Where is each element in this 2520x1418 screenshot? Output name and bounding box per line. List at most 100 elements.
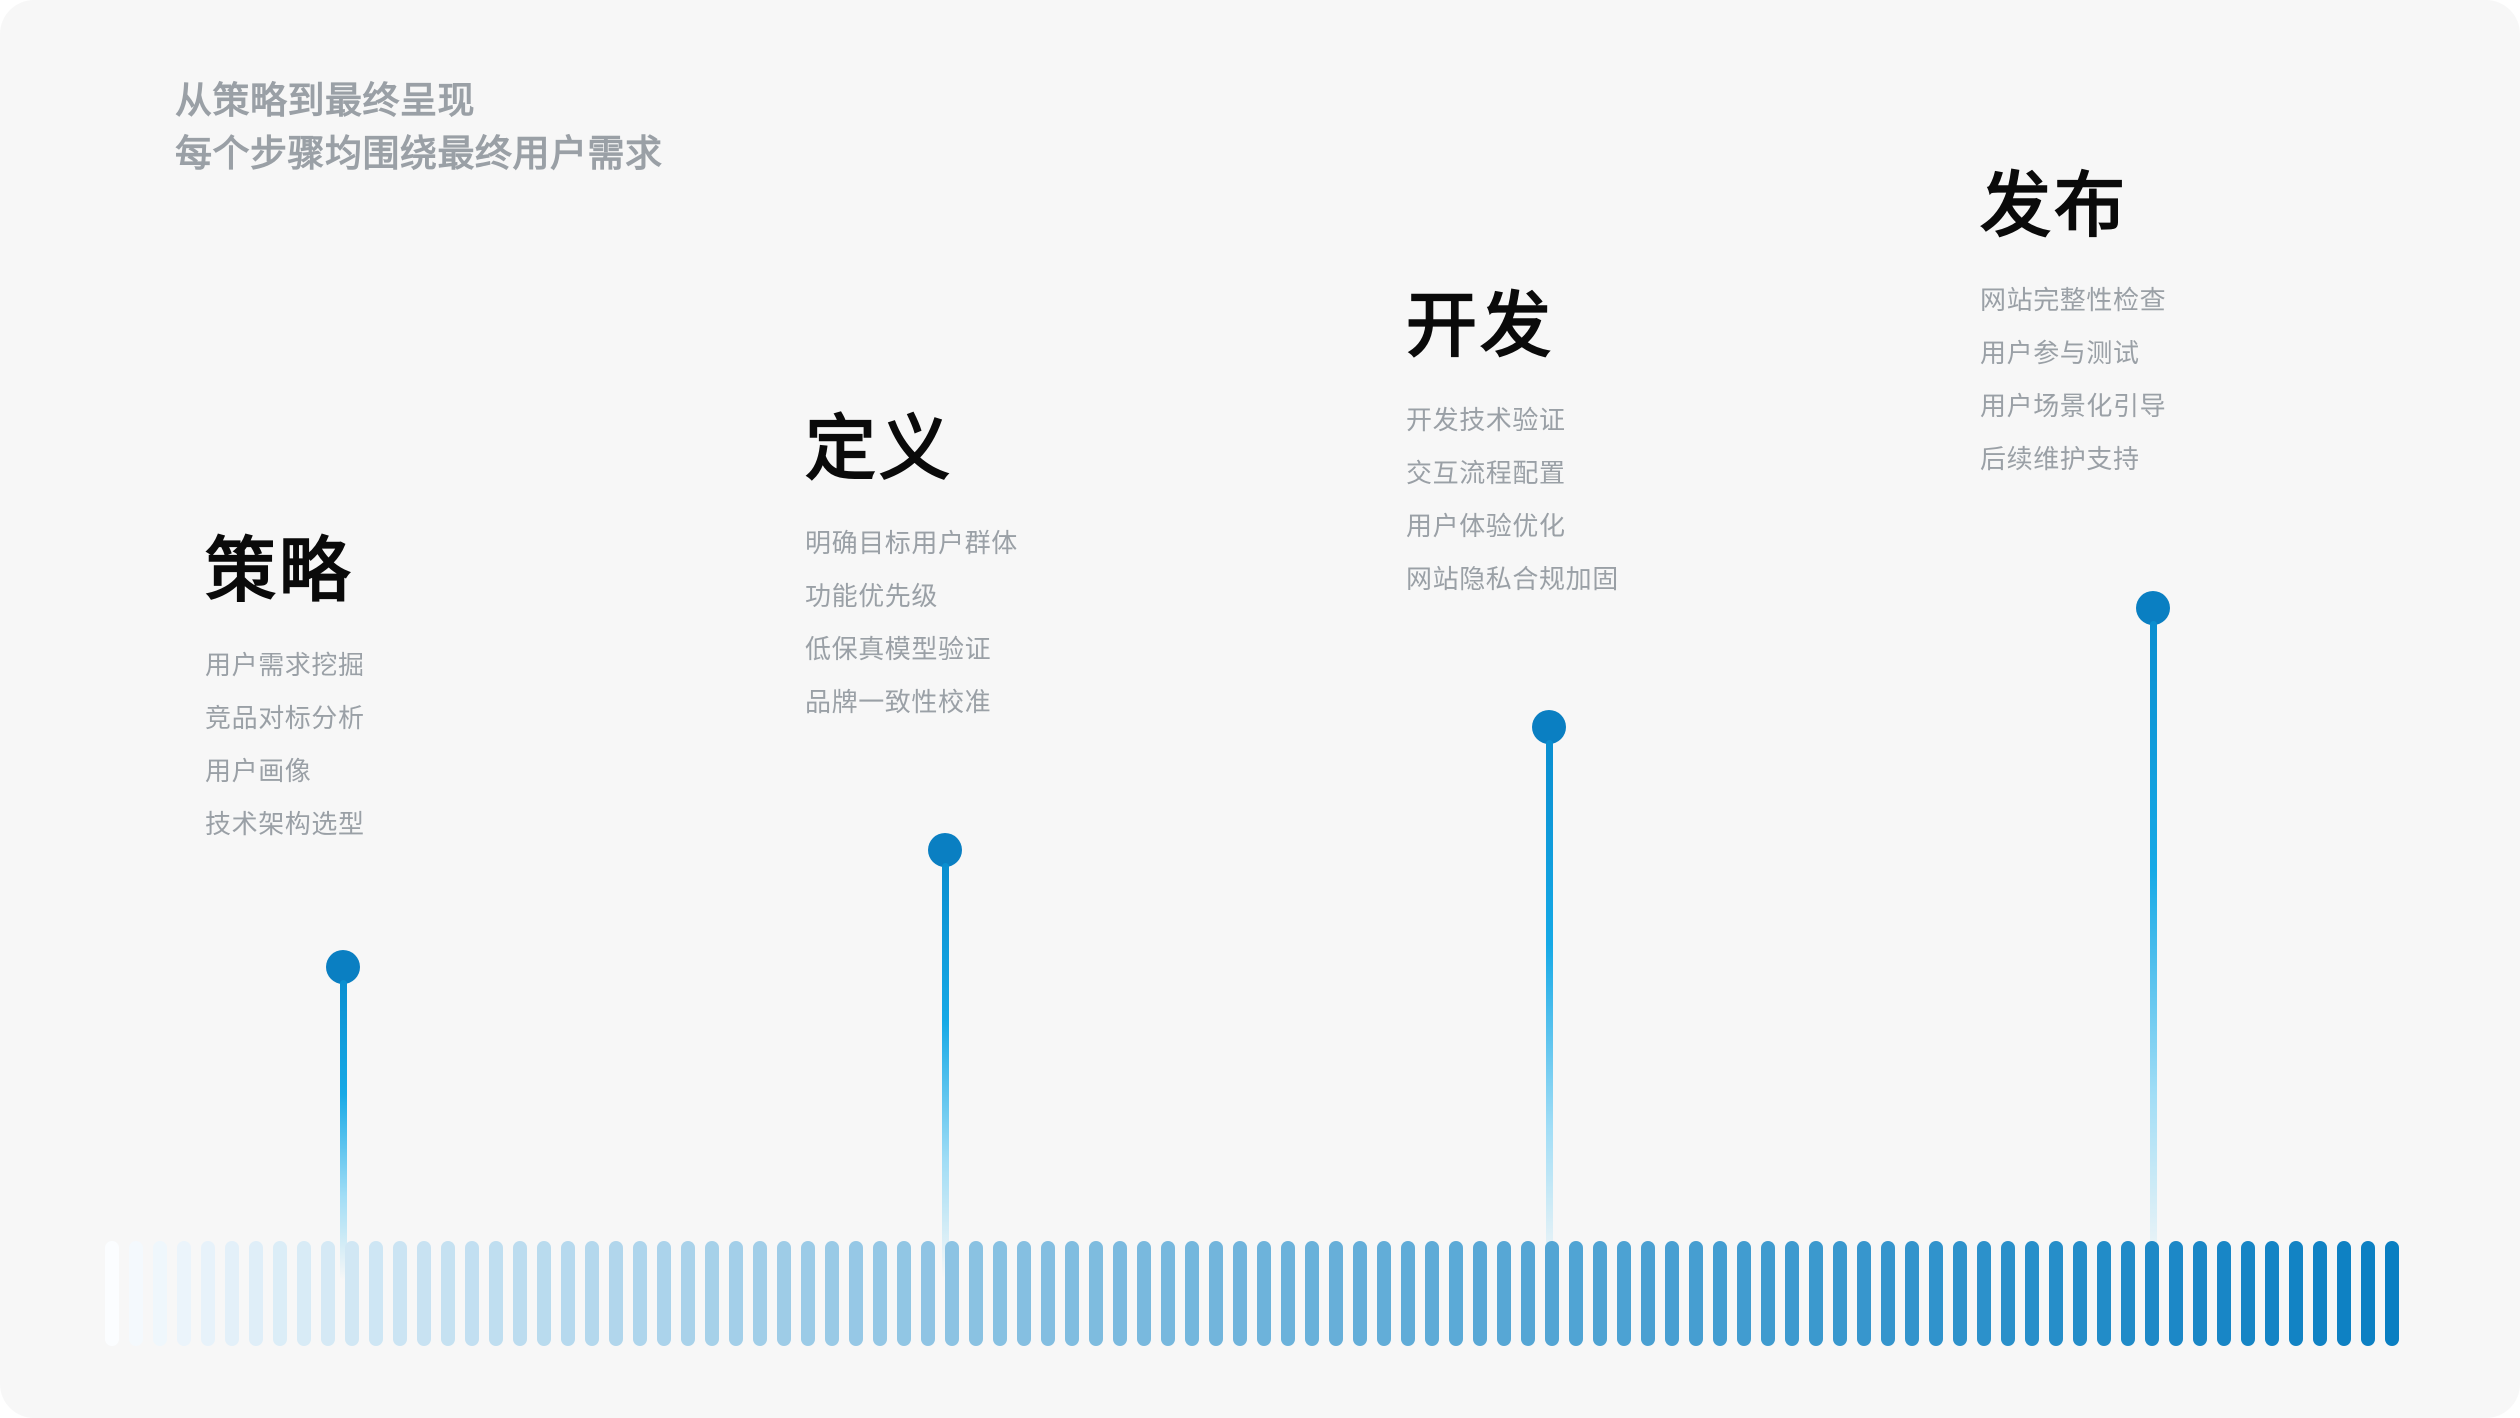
gradient-bar <box>321 1241 335 1346</box>
gradient-bar <box>1497 1241 1511 1346</box>
gradient-bar <box>729 1241 743 1346</box>
stage-item-list-release: 网站完整性检查 用户参与测试 用户场景化引导 后续维护支持 <box>1980 287 2166 472</box>
gradient-bar <box>1857 1241 1871 1346</box>
gradient-bar <box>1137 1241 1151 1346</box>
gradient-bar <box>2361 1241 2375 1346</box>
gradient-bar <box>1977 1241 1991 1346</box>
stage-title-strategy: 策略 <box>205 532 354 611</box>
gradient-bar <box>249 1241 263 1346</box>
gradient-bar <box>2049 1241 2063 1346</box>
list-item: 用户参与测试 <box>1980 337 2140 368</box>
gradient-bar <box>1665 1241 1679 1346</box>
gradient-bar <box>609 1241 623 1346</box>
gradient-bar <box>1113 1241 1127 1346</box>
list-item: 竞品对标分析 <box>205 702 365 733</box>
gradient-bar <box>1305 1241 1319 1346</box>
stage-title-release: 发布 <box>1980 167 2129 246</box>
gradient-bar <box>489 1241 503 1346</box>
gradient-bar <box>1041 1241 1055 1346</box>
gradient-bar <box>969 1241 983 1346</box>
gradient-bar <box>753 1241 767 1346</box>
gradient-bar <box>1185 1241 1199 1346</box>
gradient-bar <box>177 1241 191 1346</box>
gradient-bar <box>1257 1241 1271 1346</box>
gradient-bar <box>2073 1241 2087 1346</box>
gradient-bar <box>1713 1241 1727 1346</box>
stage-column-develop: 开发 开发技术验证 交互流程配置 用户体验优化 网站隐私合规加固 <box>1406 287 1619 594</box>
gradient-bar <box>417 1241 431 1346</box>
gradient-bar <box>1545 1241 1559 1346</box>
stage-item-list-strategy: 用户需求挖掘 竞品对标分析 用户画像 技术架构选型 <box>205 652 365 837</box>
milestone-dot-icon <box>928 833 962 867</box>
stage-title-develop: 开发 <box>1406 287 1555 366</box>
gradient-bar <box>1233 1241 1247 1346</box>
gradient-bar <box>993 1241 1007 1346</box>
gradient-bar <box>105 1241 119 1346</box>
list-item: 用户画像 <box>205 755 312 786</box>
gradient-bar <box>1641 1241 1655 1346</box>
header-line-2: 每个步骤均围绕最终用户需求 <box>175 132 663 174</box>
list-item: 后续维护支持 <box>1980 443 2140 474</box>
gradient-bar <box>1089 1241 1103 1346</box>
milestone-stem <box>942 863 949 1278</box>
gradient-bar <box>2241 1241 2255 1346</box>
header-block: 从策略到最终呈现 每个步骤均围绕最终用户需求 <box>175 75 663 180</box>
gradient-bar <box>1161 1241 1175 1346</box>
gradient-bar <box>2121 1241 2135 1346</box>
gradient-bar <box>681 1241 695 1346</box>
gradient-bar <box>1569 1241 1583 1346</box>
gradient-bar <box>297 1241 311 1346</box>
gradient-bar <box>2289 1241 2303 1346</box>
gradient-bar <box>1353 1241 1367 1346</box>
gradient-bar-strip <box>105 1241 2409 1346</box>
stage-column-strategy: 策略 用户需求挖掘 竞品对标分析 用户画像 技术架构选型 <box>205 532 365 837</box>
gradient-bar <box>2169 1241 2183 1346</box>
gradient-bar <box>1065 1241 1079 1346</box>
gradient-bar <box>465 1241 479 1346</box>
stage-title-define: 定义 <box>805 410 954 489</box>
milestone-stem <box>2150 621 2157 1278</box>
gradient-bar <box>705 1241 719 1346</box>
gradient-bar <box>1905 1241 1919 1346</box>
gradient-bar <box>369 1241 383 1346</box>
gradient-bar <box>1521 1241 1535 1346</box>
gradient-bar <box>897 1241 911 1346</box>
gradient-bar <box>801 1241 815 1346</box>
gradient-bar <box>1425 1241 1439 1346</box>
gradient-bar <box>873 1241 887 1346</box>
gradient-bar <box>201 1241 215 1346</box>
gradient-bar <box>2097 1241 2111 1346</box>
gradient-bar <box>1617 1241 1631 1346</box>
list-item: 网站隐私合规加固 <box>1406 563 1619 594</box>
gradient-bar <box>345 1241 359 1346</box>
list-item: 开发技术验证 <box>1406 404 1566 435</box>
gradient-bar <box>849 1241 863 1346</box>
gradient-bar <box>537 1241 551 1346</box>
gradient-bar <box>825 1241 839 1346</box>
gradient-bar <box>1689 1241 1703 1346</box>
gradient-bar <box>441 1241 455 1346</box>
gradient-bar <box>1761 1241 1775 1346</box>
gradient-bar <box>153 1241 167 1346</box>
gradient-bar <box>2337 1241 2351 1346</box>
milestone-dot-icon <box>2136 591 2170 625</box>
gradient-bar <box>1281 1241 1295 1346</box>
stage-item-list-define: 明确目标用户群体 功能优先级 低保真模型验证 品牌一致性校准 <box>805 530 1018 715</box>
gradient-bar <box>2145 1241 2159 1346</box>
gradient-bar <box>393 1241 407 1346</box>
gradient-bar <box>273 1241 287 1346</box>
gradient-bar <box>2385 1241 2399 1346</box>
list-item: 交互流程配置 <box>1406 457 1566 488</box>
gradient-bar <box>1833 1241 1847 1346</box>
list-item: 用户需求挖掘 <box>205 649 365 680</box>
gradient-bar <box>225 1241 239 1346</box>
list-item: 品牌一致性校准 <box>805 686 992 717</box>
gradient-bar <box>2001 1241 2015 1346</box>
stage-column-define: 定义 明确目标用户群体 功能优先级 低保真模型验证 品牌一致性校准 <box>805 410 1018 715</box>
gradient-bar <box>1377 1241 1391 1346</box>
gradient-bar <box>945 1241 959 1346</box>
gradient-bar <box>2193 1241 2207 1346</box>
gradient-bar <box>1329 1241 1343 1346</box>
gradient-bar <box>1017 1241 1031 1346</box>
